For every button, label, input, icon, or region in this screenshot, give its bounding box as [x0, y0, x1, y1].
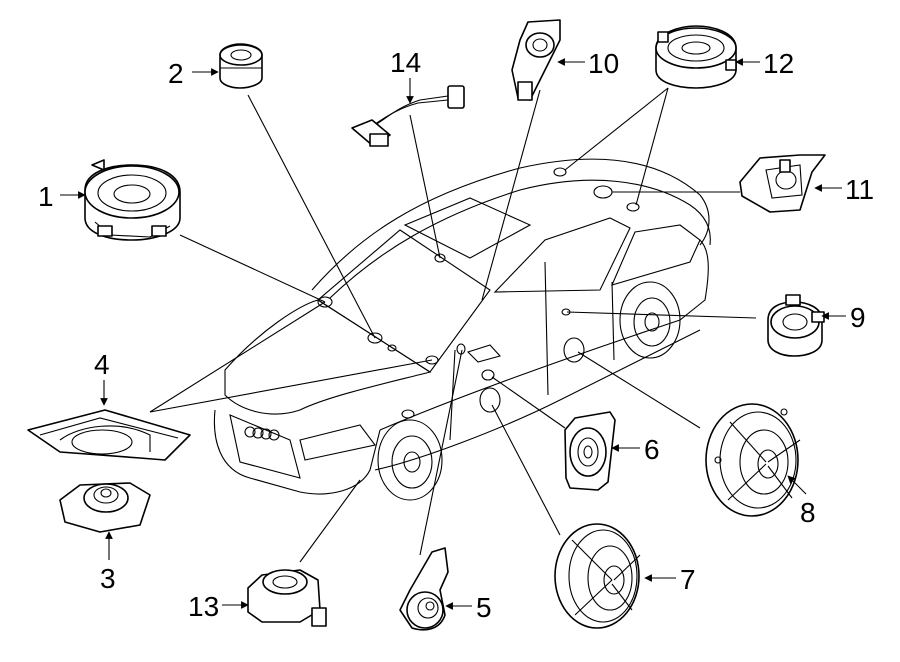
callout-11: 11	[845, 174, 874, 205]
part-9-tweeter	[767, 294, 825, 357]
callout-5: 5	[476, 592, 492, 623]
part-12-speaker	[655, 25, 737, 89]
callout-4: 4	[94, 349, 110, 380]
callout-14: 14	[390, 47, 421, 78]
part-10-tweeter-bracket	[511, 19, 561, 101]
callout-10: 10	[588, 48, 619, 79]
callout-13: 13	[188, 591, 219, 622]
part-6-midrange	[564, 411, 616, 491]
part-3-tweeter-mount	[59, 482, 151, 533]
part-1-speaker	[84, 159, 181, 241]
callout-12: 12	[763, 48, 794, 79]
part-2-tweeter	[219, 43, 263, 89]
leader-lines	[149, 87, 757, 563]
callout-3: 3	[100, 563, 116, 594]
callout-labels: 1 2 3 4 5 6 7 8 9 10 11 12 13 14	[38, 47, 874, 623]
callout-8: 8	[800, 497, 816, 528]
part-8-woofer	[705, 403, 801, 517]
callout-1: 1	[38, 181, 54, 212]
part-11-center-speaker	[739, 154, 826, 213]
part-4-center-speaker-cover	[27, 409, 191, 461]
callout-arrows	[60, 58, 846, 610]
part-13-speaker	[247, 569, 327, 627]
grille-logo	[244, 426, 280, 441]
part-5-tweeter	[399, 547, 449, 631]
callout-6: 6	[644, 434, 660, 465]
callout-9: 9	[850, 302, 866, 333]
part-14-harness	[351, 85, 465, 147]
car-body	[213, 158, 711, 501]
callout-2: 2	[168, 58, 184, 89]
part-7-woofer	[554, 523, 641, 629]
callout-7: 7	[680, 564, 696, 595]
speaker-locations	[317, 167, 640, 419]
